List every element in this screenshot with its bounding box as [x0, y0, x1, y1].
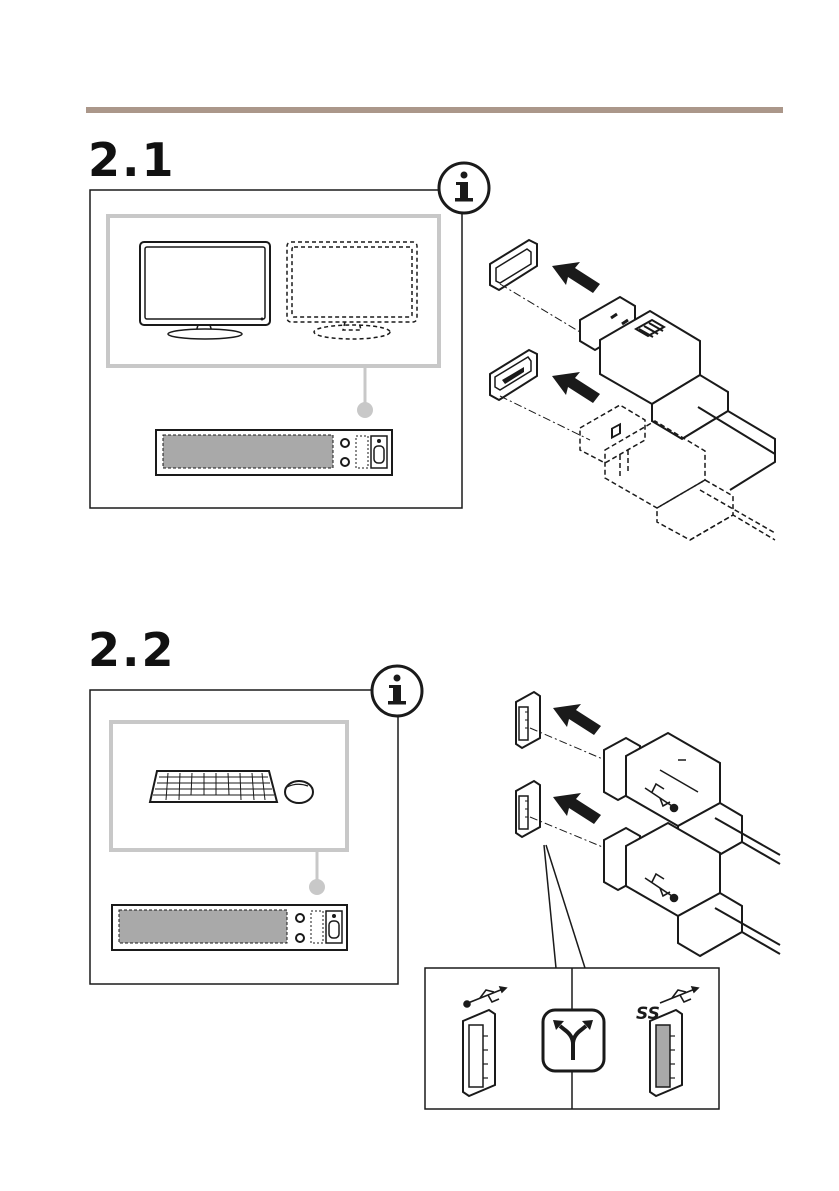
usb-plug-icon: [604, 424, 780, 866]
insert-arrow-icon: [553, 704, 601, 735]
device-front-panel: [112, 905, 347, 950]
usb-port-icon: [463, 1010, 495, 1096]
insert-arrow-icon: [552, 372, 600, 403]
hdmi-socket-icon: [490, 350, 537, 400]
monitor-icon: [140, 242, 270, 339]
device-front-panel: [156, 430, 392, 475]
info-icon: [372, 666, 422, 716]
mouse-icon: [285, 781, 313, 803]
secondary-monitor-outline-icon: [287, 242, 417, 339]
usb-plug-icon: [604, 823, 780, 956]
connector-line: [309, 852, 325, 895]
split-arrow-icon: [543, 1010, 604, 1071]
connector-line: [357, 368, 373, 418]
insert-arrow-icon: [553, 793, 601, 824]
keyboard-icon: [150, 771, 277, 802]
usb-port-icon: [650, 1010, 682, 1096]
insert-arrow-icon: [552, 262, 600, 293]
callout-lines: [544, 845, 585, 968]
displayport-socket-icon: [490, 240, 537, 290]
usb-socket-icon: [516, 781, 540, 837]
info-icon: [439, 163, 489, 213]
usb-socket-icon: [516, 692, 540, 748]
